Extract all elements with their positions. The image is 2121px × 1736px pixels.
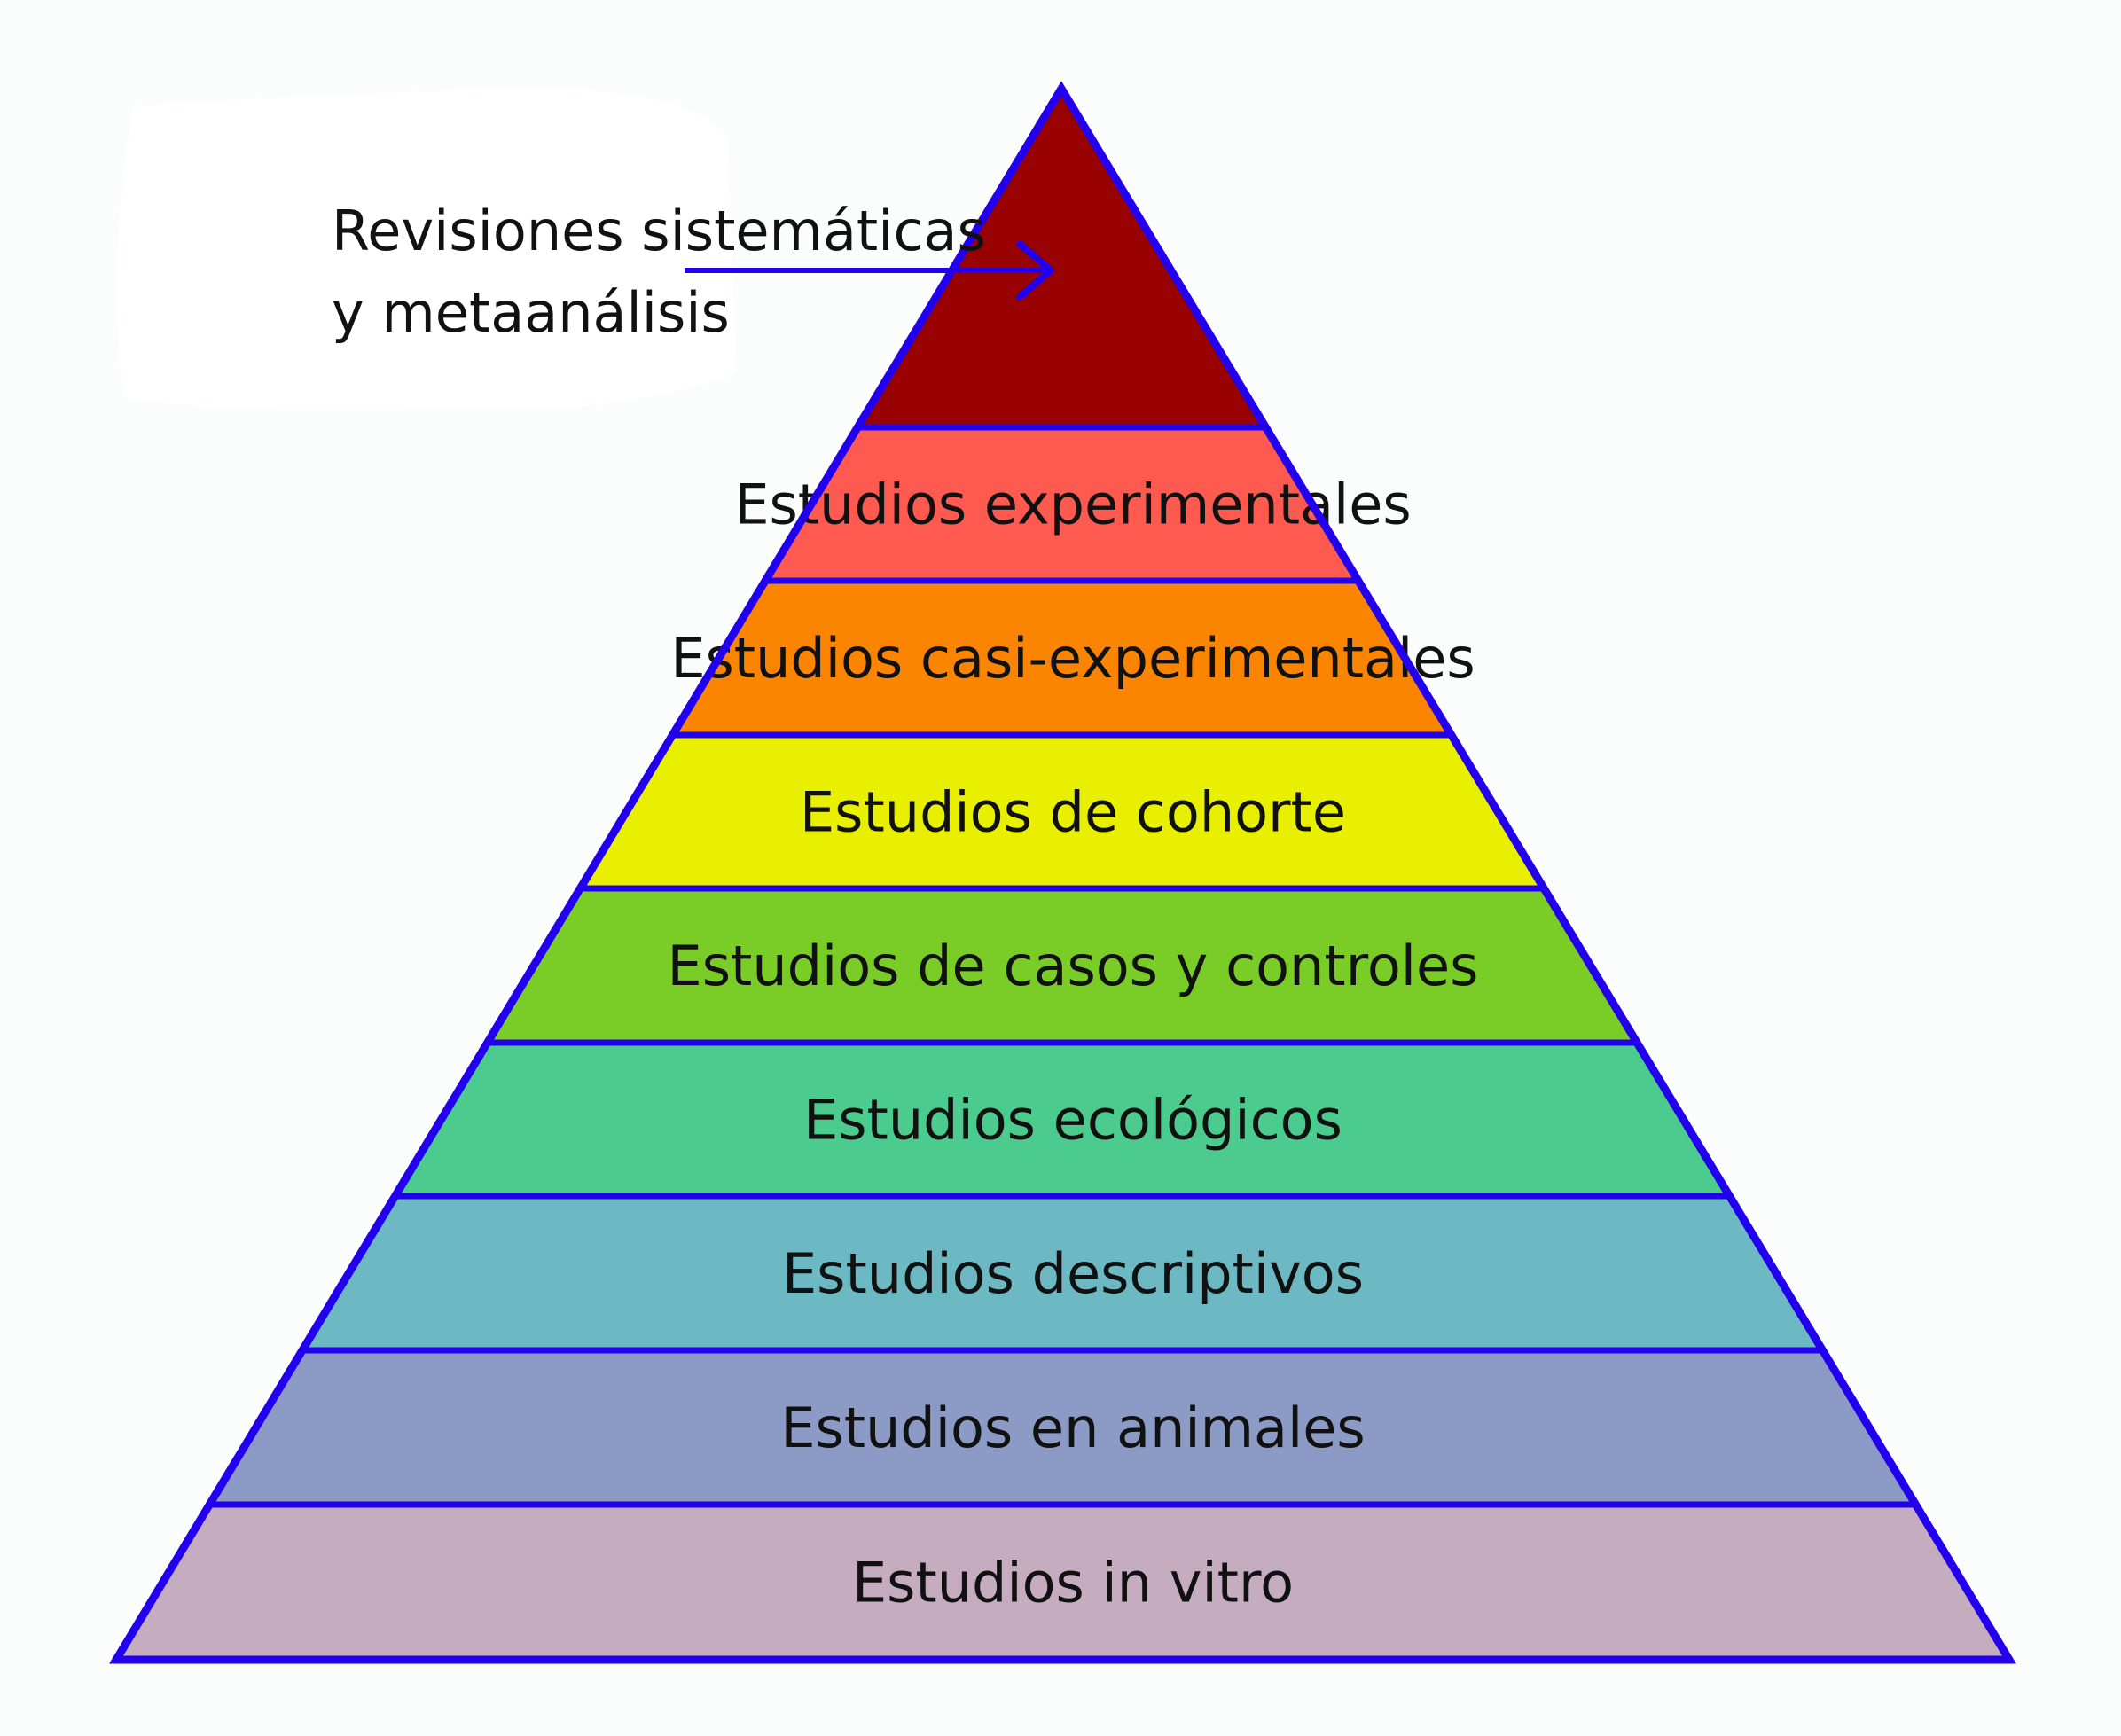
pyramid-tier-3 (580, 735, 1545, 888)
tier-label-2: Estudios casi-experimentales (670, 626, 1475, 691)
pyramid-tier-6 (302, 1196, 1823, 1350)
top-label-background (117, 88, 736, 411)
pyramid-tier-0 (857, 89, 1266, 427)
arrow-right-icon (685, 240, 1054, 301)
tier-label-4: Estudios de casos y controles (668, 934, 1479, 998)
tier-label-5: Estudios ecológicos (803, 1088, 1342, 1153)
top-label-line1: Revisiones sistemáticas (332, 199, 986, 263)
pyramid-tier-1 (765, 427, 1358, 581)
pyramid-tier-7 (209, 1350, 1916, 1505)
tier-label-8: Estudios in vitro (852, 1551, 1294, 1615)
pyramid-tier-8 (116, 1505, 2009, 1660)
pyramid-tier-5 (395, 1043, 1730, 1196)
top-label-line2: y metaanálisis (332, 280, 730, 345)
pyramid-tier-4 (487, 888, 1638, 1043)
tier-label-3: Estudios de cohorte (800, 780, 1346, 845)
pyramid-outline (109, 81, 2016, 1664)
tier-label-6: Estudios descriptivos (782, 1241, 1364, 1306)
tier-label-7: Estudios en animales (780, 1396, 1365, 1460)
pyramid-tier-2 (672, 581, 1452, 735)
